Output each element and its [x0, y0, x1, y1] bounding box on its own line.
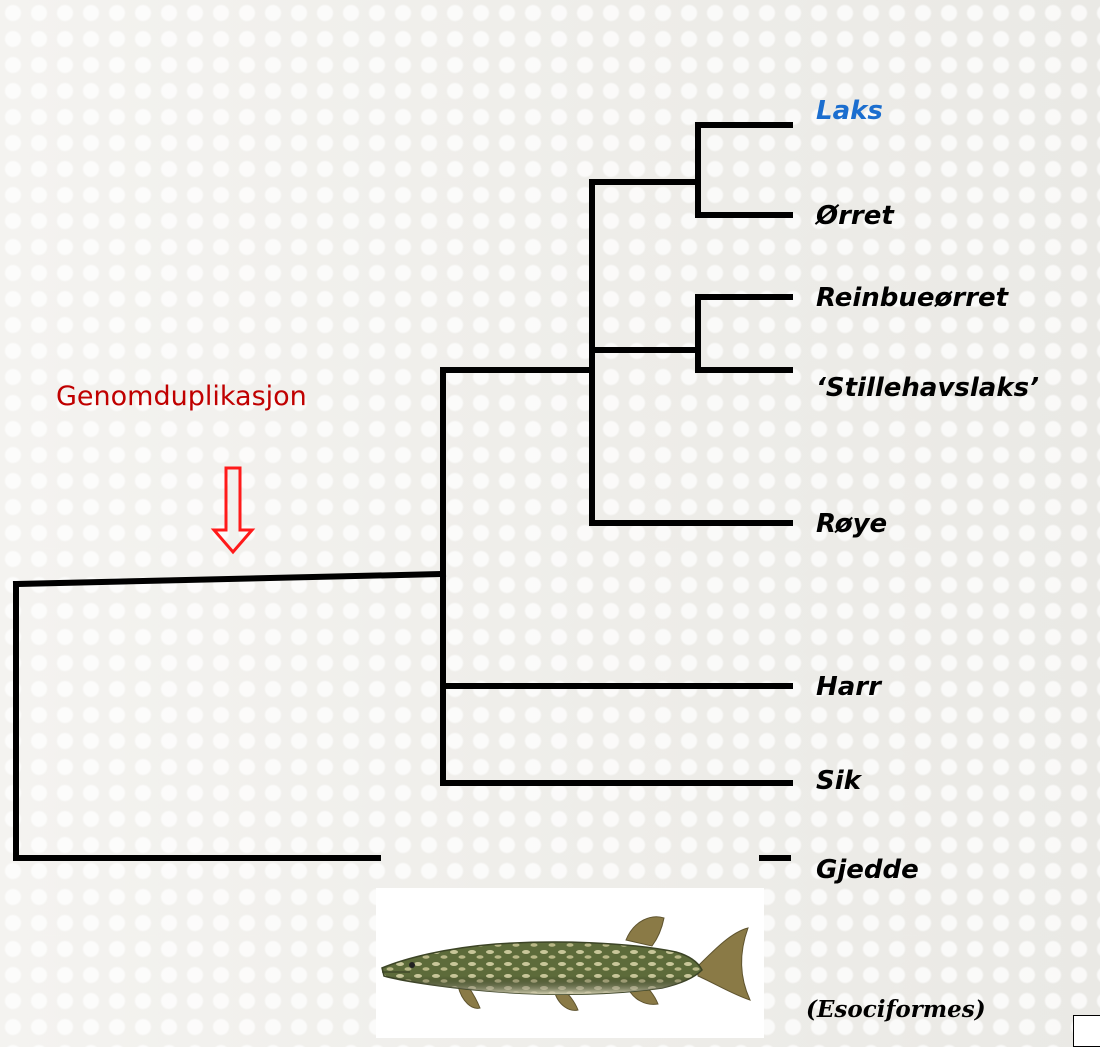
taxon-orret: Ørret	[816, 203, 894, 229]
corner-box	[1073, 1015, 1100, 1047]
taxon-gjedde: Gjedde	[816, 857, 919, 883]
pike-fish-illustration	[376, 888, 764, 1038]
taxon-reinbueorret: Reinbueørret	[816, 285, 1008, 311]
taxon-gjedde-order: (Esociformes)	[806, 996, 986, 1023]
taxon-harr: Harr	[816, 674, 881, 700]
root-to-salmonidae-branch	[16, 574, 443, 584]
taxon-roye: Røye	[816, 511, 887, 537]
taxon-sik: Sik	[816, 768, 861, 794]
down-arrow-icon	[214, 468, 252, 552]
genome-duplication-label: Genomduplikasjon	[56, 381, 307, 412]
pike-image	[376, 888, 764, 1038]
taxon-laks: Laks	[816, 98, 883, 124]
taxon-stillehavslaks: ‘Stillehavslaks’	[816, 375, 1039, 401]
